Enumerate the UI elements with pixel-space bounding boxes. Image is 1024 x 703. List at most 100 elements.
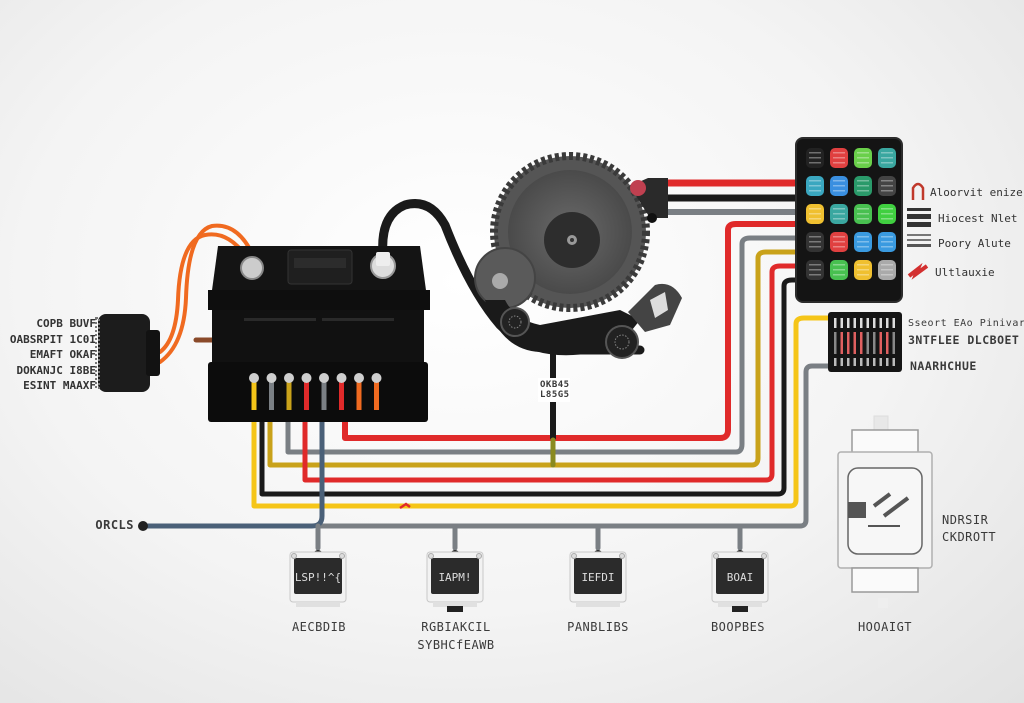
relay-pin (886, 318, 889, 328)
fuse (878, 204, 896, 224)
battery-wire-terminal (336, 373, 347, 410)
alternator-warning-cap (630, 180, 646, 196)
relay-pin (834, 332, 837, 354)
relay-pin (853, 318, 856, 328)
relay-module (828, 312, 902, 372)
switch-strip-icon (907, 234, 931, 247)
fuse (806, 232, 824, 252)
battery (208, 246, 430, 422)
relay-label: NAARHCHUE (910, 359, 977, 373)
fuse-grid (806, 148, 896, 280)
relay-pin (879, 358, 882, 366)
relay-pin (860, 332, 863, 354)
fuse (854, 204, 872, 224)
relay-icon (911, 182, 925, 200)
wire-orange-connector-2 (158, 223, 258, 364)
output-module-label: AECBDIB (291, 620, 347, 634)
output-module-label: RGBIAKCIL (421, 620, 491, 634)
relay-pin (879, 318, 882, 328)
fuse-box (795, 137, 903, 303)
switch-module-side-label: NDRSIR CKDROTT (942, 512, 996, 546)
battery-wire-terminal (249, 373, 259, 410)
relay-pin (886, 358, 889, 366)
fuse (830, 204, 848, 224)
fuse (806, 260, 824, 280)
relay-pin (847, 332, 850, 354)
fuse-legend-label: Aloorvit enize (930, 186, 1023, 199)
ground-label: ORCLS (95, 518, 134, 532)
belt-label-line: L85G5 (540, 390, 570, 400)
relay-pin (860, 358, 863, 366)
fuse (854, 148, 872, 168)
relay-pin (892, 318, 895, 328)
fuse (806, 148, 824, 168)
connector-pins (95, 317, 100, 389)
output-module-label: PANBLIBS (567, 620, 629, 634)
battery-wire-terminal (354, 373, 364, 410)
battery-wire-terminal (319, 373, 329, 410)
fuse-legend-label: Hiocest Nlet (938, 212, 1018, 225)
left-connector (95, 314, 160, 392)
fuse-legend-icons (907, 182, 931, 280)
relay-pin (840, 332, 843, 354)
relay-pin (834, 358, 837, 366)
output-module: IEFDI (569, 550, 627, 607)
wire-yellow-1 (251, 315, 833, 509)
battery-wire-terminal (371, 373, 382, 410)
annotation-mark (399, 502, 411, 510)
fuse (830, 260, 848, 280)
fuse (878, 232, 896, 252)
fuse (830, 232, 848, 252)
fuse-legend-label: Ultlauxie (935, 266, 995, 279)
wire-gray-1 (285, 235, 803, 455)
switch-module-bottom-label: HOOAIGT (857, 620, 913, 634)
relay-pin (873, 318, 876, 328)
alternator (474, 152, 682, 359)
fuse (878, 260, 896, 280)
fuse-legend-item: Poory Alute (938, 237, 1011, 250)
relay-pin (866, 332, 869, 354)
connector-label: DOKANJC I8BE (16, 363, 96, 377)
relay-pin (847, 358, 850, 366)
connector-label: COPB BUVF (36, 317, 96, 330)
idler-pulley-2 (605, 325, 639, 359)
relay-pin (853, 332, 856, 354)
fuse (830, 148, 848, 168)
switch-label-line: NDRSIR (942, 513, 989, 527)
module-screen-text: IAPM! (438, 571, 471, 584)
wire-bluegray-ground (142, 377, 325, 529)
belt-label-text: OKB45 L85G5 (540, 380, 570, 400)
output-module: LSP!!^{ (289, 550, 347, 607)
fuse (878, 148, 896, 168)
battery-wire-terminals (249, 373, 382, 410)
battery-wire-terminal (284, 373, 294, 410)
fuse-strip-icon (907, 208, 931, 227)
ground-terminal (138, 521, 148, 531)
relay-pin (873, 358, 876, 366)
relay-pin (892, 332, 895, 354)
connector-label: OABSRPIT 1C0I (9, 332, 96, 346)
fuse-legend-item: Ultlauxie (935, 266, 995, 279)
output-module-label: BOOPBES (710, 620, 766, 634)
relay-pin (886, 332, 889, 354)
relay-pin (853, 358, 856, 366)
wire-harness (142, 179, 833, 551)
relay-pin (840, 318, 843, 328)
fuse (806, 204, 824, 224)
fuse-legend-label: Poory Alute (938, 237, 1011, 250)
fuse (806, 176, 824, 196)
fuse (854, 176, 872, 196)
output-module: IAPM! (426, 550, 484, 612)
wire-red-1 (342, 221, 803, 441)
relay-pin (840, 358, 843, 366)
fuse-legend-item: Hiocest Nlet (938, 212, 1017, 225)
module-screen-text: IEFDI (581, 571, 614, 584)
connector-label: ESINT MAAXF (23, 379, 96, 392)
output-module-label: SYBHCfEAWB (417, 638, 495, 652)
relay-pin (879, 332, 882, 354)
relay-pin (834, 318, 837, 328)
battery-wire-terminal (301, 373, 312, 410)
module-screen-text: LSP!!^{ (295, 571, 341, 584)
